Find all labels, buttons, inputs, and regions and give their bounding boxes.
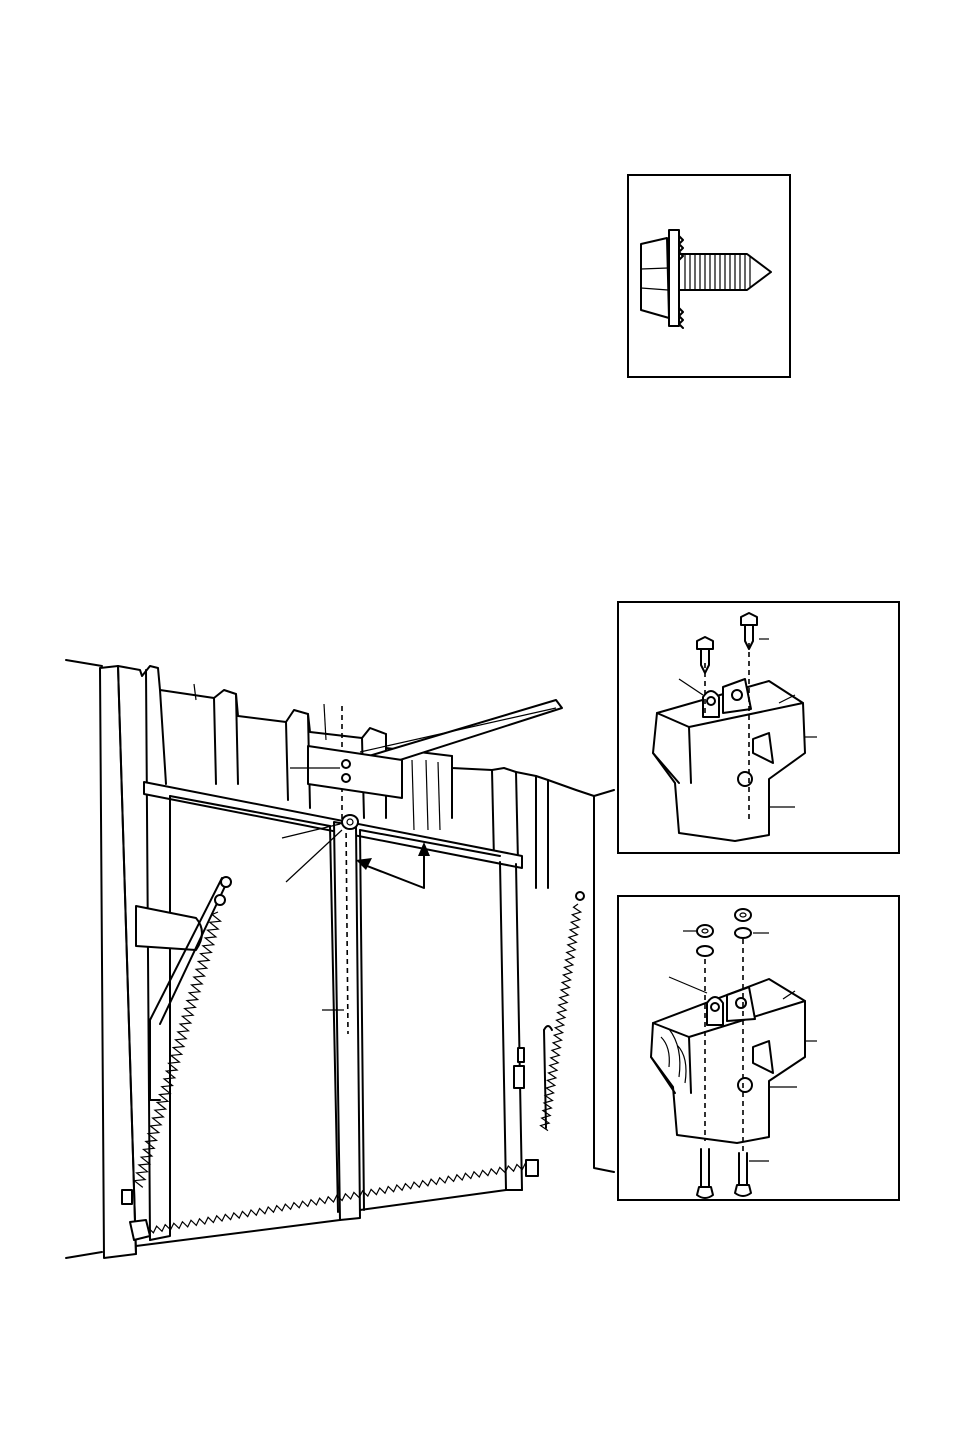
lag-screw-icon <box>629 176 793 380</box>
carriage-bolt-icon <box>697 1149 713 1198</box>
lag-screw-mount-detail-panel <box>617 601 900 854</box>
bolt-nut-mount-detail-panel <box>617 895 900 1201</box>
lock-nut-icon <box>697 925 713 956</box>
bottom-bracket-left <box>122 1190 132 1204</box>
arrow-head-icon <box>356 858 372 870</box>
opener-rail <box>342 700 562 776</box>
lag-screw-detail-panel <box>627 174 791 378</box>
carriage-bolt-icon <box>735 1153 751 1196</box>
center-stile <box>334 822 360 1220</box>
measure-arrow <box>362 850 424 888</box>
header-outline <box>118 666 614 796</box>
door-header-beam <box>144 782 522 868</box>
header-bracket <box>308 746 402 798</box>
mount-block-bolt-drawing <box>619 897 902 1203</box>
door-panel-left <box>150 796 170 1240</box>
bottom-roller-left <box>130 1220 150 1240</box>
wall-line-top <box>66 660 102 666</box>
left-bracket-plate <box>136 906 202 950</box>
arrow-head-icon <box>418 842 430 856</box>
left-spring <box>134 912 220 1187</box>
bottom-bracket-right <box>526 1160 538 1176</box>
mount-block-drawing <box>619 603 902 856</box>
wall-line-bottom <box>66 1252 102 1258</box>
right-spring <box>541 904 581 1131</box>
bottom-cable <box>140 1163 526 1234</box>
lock-nut-icon <box>735 909 751 938</box>
door-bracket <box>342 815 358 829</box>
left-jamb <box>100 666 136 1258</box>
